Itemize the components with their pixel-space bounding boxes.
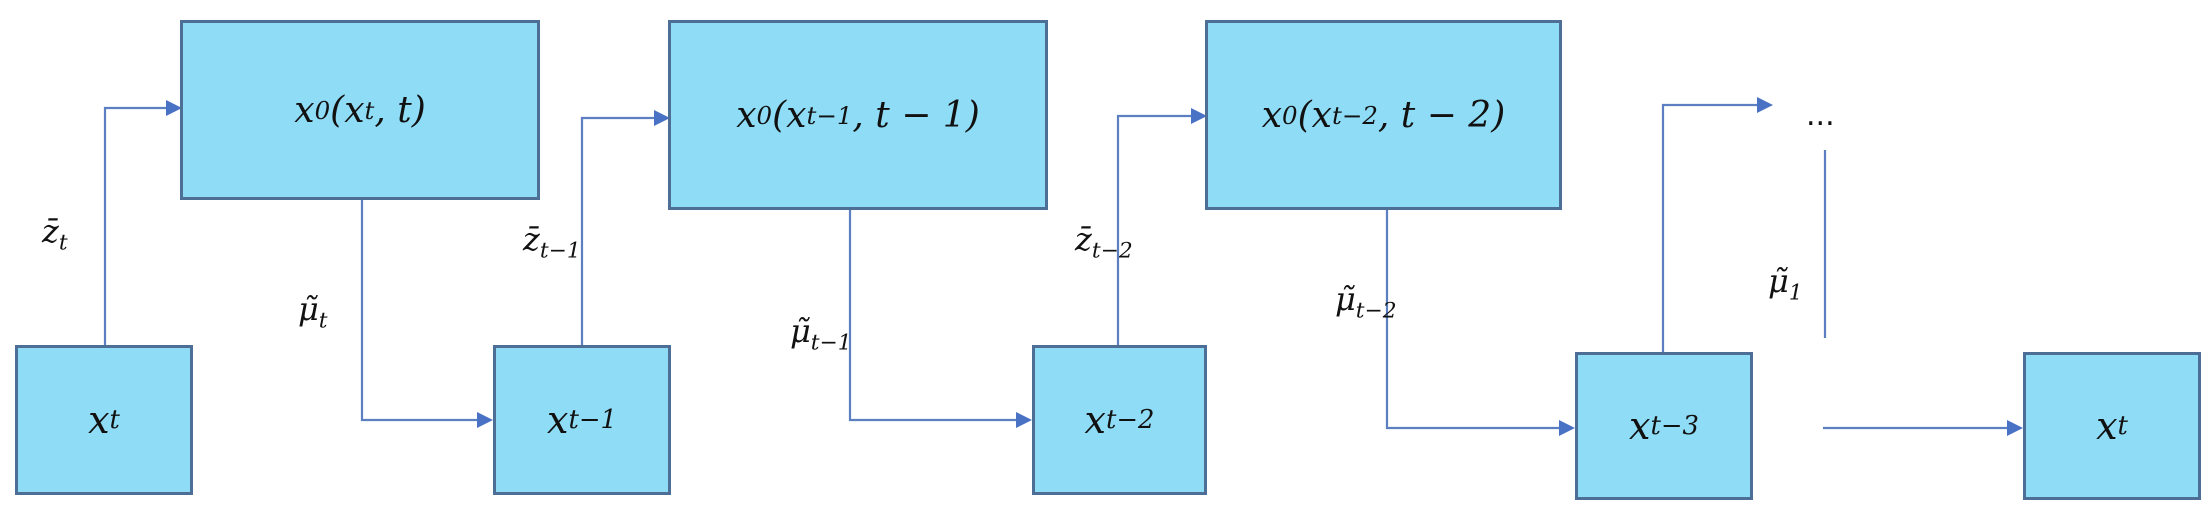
label-z-t2-sub: t−2 bbox=[1091, 238, 1133, 264]
box-x0-xt1-t1-fn: x bbox=[736, 94, 757, 136]
label-z-t1-base: z̄ bbox=[523, 220, 540, 258]
box-x0-xt2-t2-fn-sub: 0 bbox=[1282, 100, 1298, 130]
label-mu-t2: μ̃t−2 bbox=[1335, 280, 1397, 324]
box-x0-xt-t-arg-sub: t bbox=[364, 95, 375, 125]
box-x-t3-base: x bbox=[1629, 404, 1651, 448]
label-mu-t2-base: μ̃ bbox=[1335, 280, 1356, 318]
box-x0-xt1-t1-rest: , t − 1) bbox=[852, 94, 980, 136]
arrowhead-to-ellipsis bbox=[1757, 97, 1773, 113]
arrowhead-mu-t2 bbox=[1559, 420, 1575, 436]
box-x0-xt-t-fn: x bbox=[294, 89, 315, 131]
label-mu-t1-sub: t−1 bbox=[810, 330, 852, 356]
label-mu-t-sub: t bbox=[318, 308, 328, 334]
box-x-t-right-sub: t bbox=[2117, 411, 2128, 441]
label-mu-t1: μ̃t−1 bbox=[790, 312, 852, 356]
label-z-t1: z̄t−1 bbox=[523, 220, 581, 264]
box-x-t-left-sub: t bbox=[109, 405, 120, 435]
label-z-t-sub: t bbox=[58, 230, 68, 256]
arrow-z-t1 bbox=[580, 116, 656, 345]
box-x0-xt2-t2-arg: x bbox=[1311, 94, 1332, 136]
box-x0-xt2-t2-fn: x bbox=[1261, 94, 1283, 136]
arrowhead-mu-t1 bbox=[1016, 412, 1032, 428]
box-x-t1-sub: t−1 bbox=[568, 405, 617, 435]
box-x-t-right-base: x bbox=[2096, 404, 2118, 448]
label-mu-t1-base: μ̃ bbox=[790, 312, 811, 350]
arrow-to-ellipsis bbox=[1661, 103, 1758, 352]
box-x0-xt1-t1-arg-sub: t−1 bbox=[806, 100, 853, 130]
label-mu-1-base: μ̃ bbox=[1768, 262, 1789, 300]
label-z-t2-base: z̄ bbox=[1075, 220, 1092, 258]
box-x-t2-base: x bbox=[1084, 398, 1106, 442]
label-z-t-base: z̄ bbox=[42, 212, 59, 250]
ellipsis: ... bbox=[1806, 98, 1835, 133]
arrowhead-to-final-x bbox=[2007, 420, 2023, 436]
arrow-mu-t2 bbox=[1385, 210, 1560, 430]
box-x0-xt-t-fn-sub: 0 bbox=[314, 95, 331, 125]
arrowhead-z-t2 bbox=[1191, 108, 1207, 124]
box-x0-xt2-t2-arg-sub: t−2 bbox=[1331, 100, 1378, 130]
arrowhead-z-t1 bbox=[654, 110, 670, 126]
box-x-t-left-base: x bbox=[88, 398, 110, 442]
label-mu-1: μ̃1 bbox=[1768, 262, 1803, 306]
box-x-t1-base: x bbox=[547, 398, 569, 442]
label-z-t1-sub: t−1 bbox=[539, 238, 581, 264]
box-x0-xt-t-arg: x bbox=[344, 89, 365, 131]
arrow-z-t bbox=[103, 106, 168, 345]
label-mu-t-base: μ̃ bbox=[298, 290, 319, 328]
box-x0-xt2-t2-open: ( bbox=[1297, 94, 1312, 136]
arrow-z-t2 bbox=[1116, 114, 1193, 345]
label-z-t: z̄t bbox=[42, 212, 68, 256]
box-x0-xt-t-open: ( bbox=[330, 89, 345, 131]
arrow-mu-t bbox=[360, 200, 478, 422]
arrow-mu-t1 bbox=[848, 210, 1017, 422]
box-x0-xt-t-rest: , t) bbox=[374, 89, 426, 131]
box-x-t3-sub: t−3 bbox=[1650, 411, 1699, 441]
label-mu-t: μ̃t bbox=[298, 290, 328, 334]
box-x-t2-sub: t−2 bbox=[1105, 405, 1155, 435]
label-mu-t2-sub: t−2 bbox=[1355, 298, 1397, 324]
label-mu-1-sub: 1 bbox=[1788, 280, 1803, 306]
box-x0-xt2-t2-rest: , t − 2) bbox=[1377, 94, 1506, 136]
arrowhead-z-t bbox=[166, 100, 182, 116]
box-x0-xt1-t1-arg: x bbox=[786, 94, 807, 136]
box-x0-xt1-t1-open: ( bbox=[772, 94, 787, 136]
label-z-t2: z̄t−2 bbox=[1075, 220, 1133, 264]
box-x0-xt1-t1-fn-sub: 0 bbox=[756, 100, 773, 130]
arrowhead-mu-t bbox=[477, 412, 493, 428]
